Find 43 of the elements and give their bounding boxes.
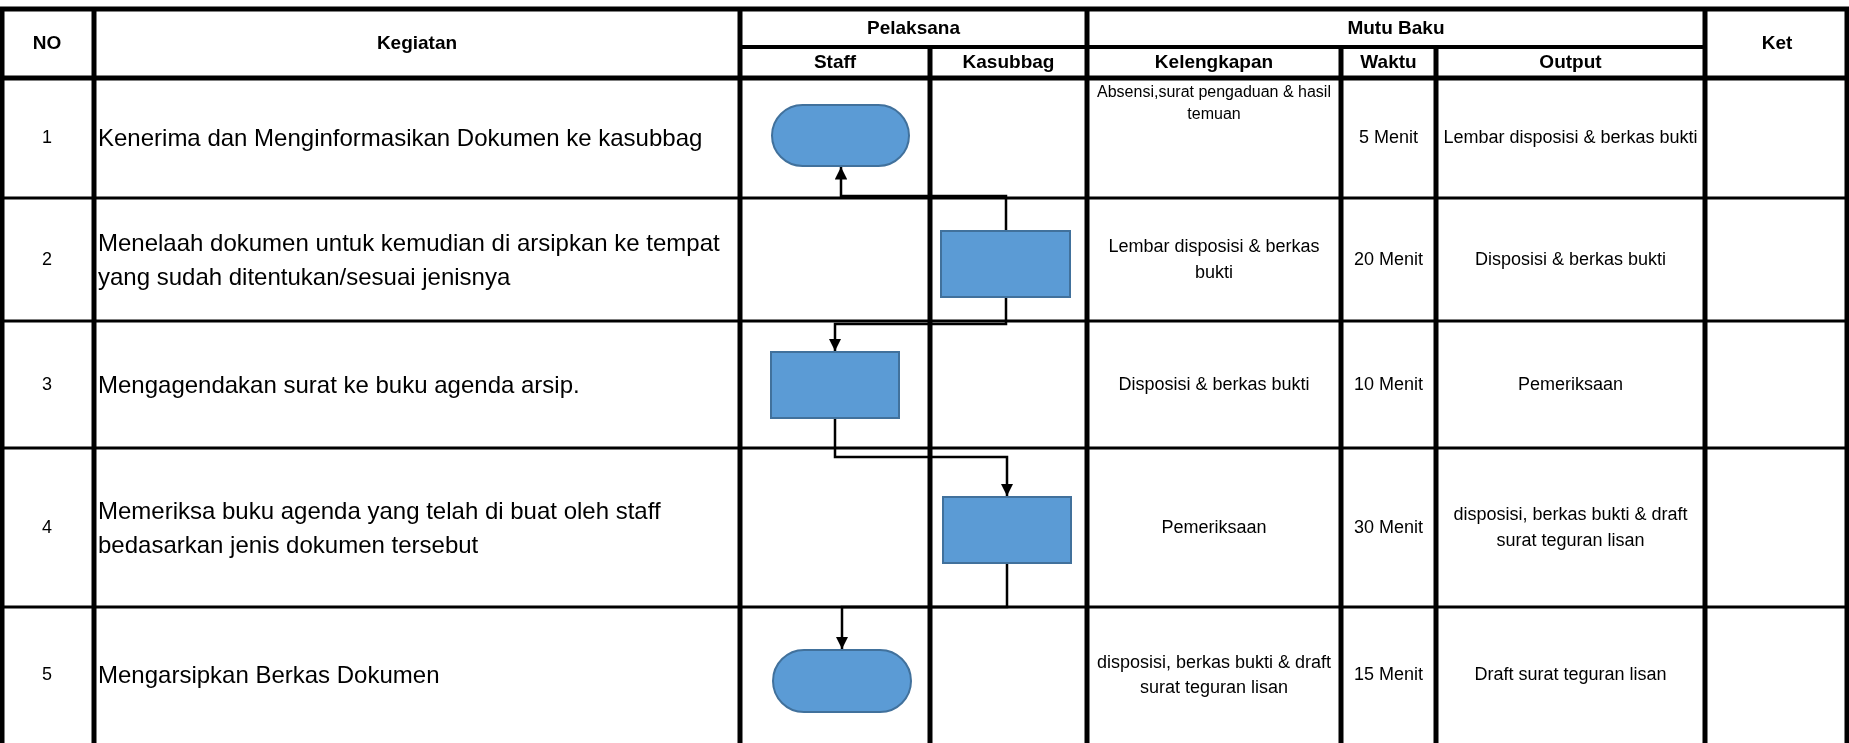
duration-text: 30 Menit [1353,515,1423,539]
column-header: Output [1539,50,1602,75]
column-header: Staff [813,50,857,75]
row-number: 1 [42,126,52,150]
process-box [940,230,1071,298]
process-box [942,496,1072,564]
output-text: disposisi, berkas bukti & draft surat teguran lisan [1452,503,1689,552]
duration-text: 20 Menit [1353,247,1423,271]
terminator-shape [772,649,912,713]
output-text: Lembar disposisi & berkas bukti [1443,126,1698,150]
requirement-text: Absensi,surat pengaduan & hasil temuan [1096,82,1332,125]
row-number: 4 [42,515,52,539]
requirement-text: Disposisi & berkas bukti [1118,372,1310,396]
activity-text: Menelaah dokumen untuk kemudian di arsipkan ke tempat yang sudah ditentukan/sesuai jenisnya [98,227,721,292]
column-header: Kelengkapan [1154,50,1274,75]
row-number: 3 [42,372,52,396]
requirement-text: Lembar disposisi & berkas bukti [1107,235,1321,284]
row-number: 5 [42,663,52,687]
activity-text: Mengagendakan surat ke buku agenda arsip. [98,369,580,400]
output-text: Disposisi & berkas bukti [1474,247,1667,271]
column-header: Waktu [1360,50,1417,75]
process-box [770,351,900,419]
row-number: 2 [42,247,52,271]
activity-text: Kenerima dan Menginformasikan Dokumen ke kasubbag [98,123,703,154]
column-header: Kasubbag [962,50,1055,75]
output-text: Draft surat teguran lisan [1474,663,1667,687]
requirement-text: disposisi, berkas bukti & draft surat teguran lisan [1095,650,1333,699]
column-header: Ket [1761,31,1793,56]
column-header: Kegiatan [376,31,458,56]
duration-text: 5 Menit [1359,126,1418,150]
duration-text: 15 Menit [1353,663,1423,687]
arrow [834,167,1008,230]
duration-text: 10 Menit [1353,372,1423,396]
arrow [828,298,1008,351]
activity-text: Memeriksa buku agenda yang telah di buat oleh staff bedasarkan jenis dokumen tersebut [98,495,662,560]
arrow [835,564,1009,649]
output-text: Pemeriksaan [1517,372,1623,396]
requirement-text: Pemeriksaan [1161,515,1267,539]
column-header: NO [32,31,62,56]
column-header: Pelaksana [867,15,960,40]
column-header: Mutu Baku [1347,15,1445,40]
arrow [833,419,1014,496]
activity-text: Mengarsipkan Berkas Dokumen [98,660,440,691]
